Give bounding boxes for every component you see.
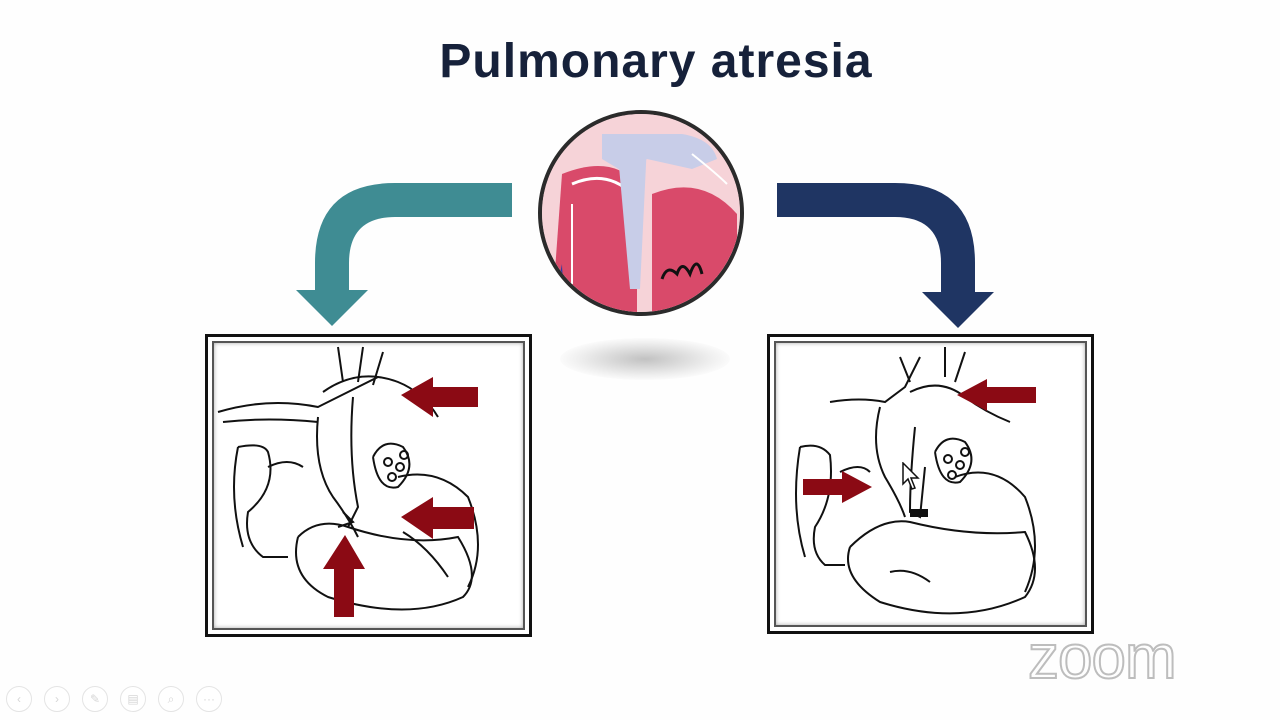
red-arrow-bottom: [323, 535, 365, 617]
right-heart-diagram: [767, 334, 1094, 634]
magnifier-icon: ⌕: [167, 691, 175, 706]
left-heart-diagram: [205, 334, 532, 637]
chevron-right-icon: ›: [55, 692, 59, 706]
navy-curved-arrow: [777, 183, 994, 328]
right-heart-drawing: [795, 347, 1036, 615]
circle-shadow: [560, 338, 730, 380]
ellipsis-icon: ···: [203, 692, 215, 706]
pen-icon: ✎: [89, 692, 101, 706]
slides-view-button[interactable]: ▤: [120, 686, 146, 712]
red-arrow-left-side: [803, 471, 872, 503]
more-options-button[interactable]: ···: [196, 686, 222, 712]
zoom-watermark-logo: zoom: [1027, 622, 1178, 693]
zoom-button[interactable]: ⌕: [158, 686, 184, 712]
next-slide-button[interactable]: ›: [44, 686, 70, 712]
right-red-arrows: [803, 379, 1036, 503]
pen-tool-button[interactable]: ✎: [82, 686, 108, 712]
presentation-toolbar: ‹ › ✎ ▤ ⌕ ···: [6, 686, 222, 712]
mouse-cursor-icon: [902, 462, 920, 490]
red-arrow-middle: [401, 497, 474, 539]
slides-icon: ▤: [127, 692, 139, 706]
slide-title: Pulmonary atresia: [439, 35, 873, 88]
chevron-left-icon: ‹: [17, 692, 21, 706]
red-arrow-top-right: [957, 379, 1036, 411]
teal-curved-arrow: [296, 183, 512, 326]
red-arrow-top: [401, 377, 478, 417]
left-heart-drawing: [217, 346, 479, 617]
left-red-arrows: [323, 377, 478, 617]
previous-slide-button[interactable]: ‹: [6, 686, 32, 712]
center-heart-illustration: [538, 110, 744, 316]
